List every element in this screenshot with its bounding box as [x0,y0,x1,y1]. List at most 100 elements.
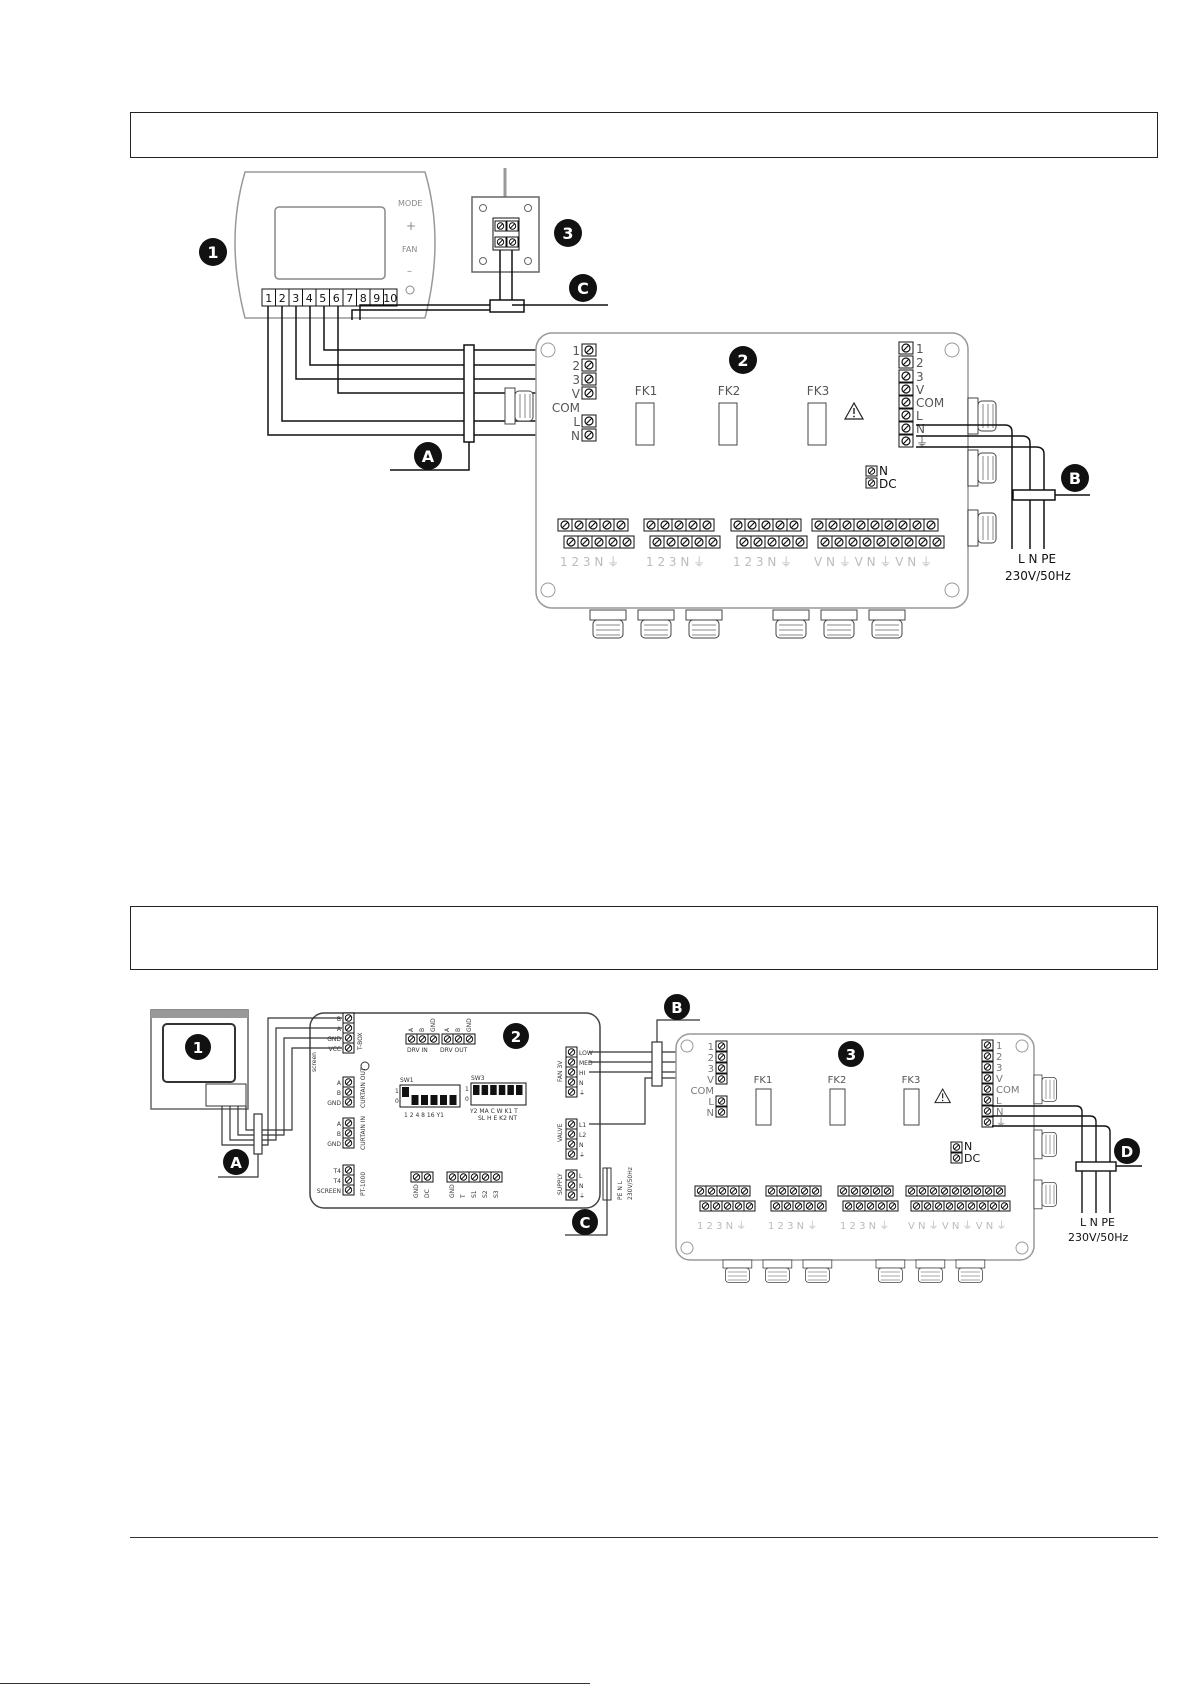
screw-terminal [643,518,659,532]
board-label: B [455,1028,462,1032]
screw-terminal [565,1148,578,1160]
board-label: S3 [493,1190,500,1198]
screw-terminal [427,1033,440,1045]
screw-terminal [715,1073,728,1085]
screw-terminal [965,1200,978,1212]
screw-terminal [565,1046,578,1058]
board-label: DC [424,1189,431,1198]
screw-terminal [781,1200,794,1212]
svg-text:1: 1 [207,243,218,262]
screw-terminal [581,414,597,428]
thermostat-terminal-label: 4 [306,292,313,305]
screw-terminal [929,535,945,549]
screw-terminal [479,1171,492,1183]
screw-terminal [875,1200,888,1212]
svg-text:DC: DC [964,1152,980,1165]
screw-terminal [770,1200,783,1212]
screw-terminal [715,1106,728,1118]
svg-text:A: A [230,1154,242,1172]
screw-terminal [581,372,597,386]
screw-terminal [909,518,925,532]
screw-terminal [898,434,914,448]
screw-terminal [699,1200,712,1212]
cable-gland [915,1259,946,1283]
bottom-rule [0,1683,590,1684]
right-terminal-label: ⏚ [916,435,928,449]
screw-terminal [981,1039,994,1051]
thermostat-terminal-label: 7 [346,292,353,305]
power-icon [405,285,415,295]
board-label: ⏚ [579,1090,585,1097]
screw-terminal [949,1185,962,1197]
screw-terminal [943,1200,956,1212]
screw-terminal [565,1056,578,1068]
controller-board-2 [309,1012,601,1209]
screw-terminal [736,535,752,549]
sw1-toggle [430,1095,438,1105]
board-label: T-BOX [357,1032,364,1051]
screw-terminal [825,518,841,532]
left-terminal-label: V [572,387,581,401]
screw-terminal [565,1086,578,1098]
screw-terminal [895,518,911,532]
svg-text:D: D [1121,1143,1133,1161]
screw-terminal [571,518,587,532]
screw-terminal [898,395,914,409]
screw-terminal [342,1096,355,1108]
left-terminal-label: COM [552,401,580,415]
screw-terminal [730,518,746,532]
screw-terminal [738,1185,751,1197]
screw-terminal [732,1200,745,1212]
box3-right-label: V [996,1074,1003,1085]
screw-terminal [853,1200,866,1212]
board-label: B [337,1131,341,1138]
callout-A1: A [414,442,442,470]
screw-terminal [814,1200,827,1212]
screw-terminal [342,1174,355,1186]
screw-terminal [837,1185,850,1197]
relay-slot [718,402,738,446]
svg-text:3: 3 [846,1046,856,1064]
left-terminal-label: 3 [572,373,580,387]
screw-terminal [410,1171,423,1183]
svg-text:2: 2 [511,1028,521,1046]
screw-terminal [565,1118,578,1130]
sw3-toggle [481,1085,489,1095]
screw-terminal [342,1022,355,1034]
svg-text:1: 1 [193,1039,203,1057]
thermostat-terminal-label: 10 [383,292,397,305]
screw-terminal [599,518,615,532]
screw-terminal [577,535,593,549]
right-terminal-label: 2 [916,356,924,370]
box3-right-label: 1 [996,1041,1002,1052]
screw-terminal [585,518,601,532]
fan-label: FAN [402,245,417,254]
screw-terminal [715,1062,728,1074]
screw-terminal [853,518,869,532]
board-label: T [460,1194,467,1199]
screw-terminal [758,518,774,532]
board-label: 1 [465,1086,469,1093]
screw-terminal [565,1189,578,1201]
wires-section2 [218,1017,342,1178]
screw-terminal [898,341,914,355]
screw-terminal [859,535,875,549]
board-label: S1 [471,1190,478,1198]
box3-left-label: L [708,1097,714,1108]
screw-terminal [842,1200,855,1212]
box3-right-label: COM [996,1085,1019,1096]
screw-terminal [694,1185,707,1197]
screw-terminal [342,1117,355,1129]
screw-terminal [649,535,665,549]
board-label: GND [449,1184,456,1198]
thermostat-terminal-box [383,288,398,307]
bottom-group-label: 1 2 3 N ⏚ [646,555,705,569]
board-label: B [419,1028,426,1032]
screw-terminal [764,535,780,549]
svg-text:C: C [577,279,589,298]
box3-relay-label: FK3 [902,1075,921,1086]
screw-terminal [910,1200,923,1212]
screw-terminal [710,1200,723,1212]
box3-left-label: 1 [708,1042,714,1053]
